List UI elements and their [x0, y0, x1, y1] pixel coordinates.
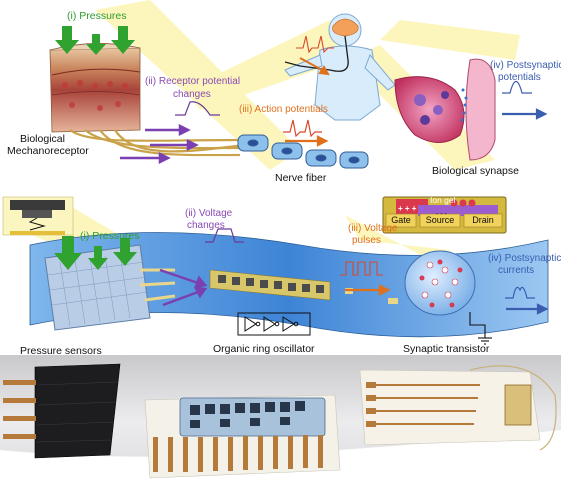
action-potential-waveform	[283, 119, 322, 138]
voltage-pulse-waveform	[340, 261, 383, 276]
label-drain: Drain	[472, 215, 494, 225]
label-gate: Gate	[391, 215, 411, 225]
label-organic-ring-oscillator: Organic ring oscillator	[213, 343, 315, 355]
label-postsynaptic-potentials-line1: (iv) Postsynaptic	[490, 60, 561, 71]
label-voltage-changes-line1: (ii) Voltage	[185, 208, 233, 219]
label-postsynaptic-currents-line2: currents	[498, 265, 535, 276]
ground-symbol	[469, 312, 492, 345]
voltage-change-waveform	[205, 228, 244, 243]
label-mechanoreceptor-line2: Mechanoreceptor	[7, 145, 89, 157]
label-nerve-fiber: Nerve fiber	[275, 172, 327, 184]
label-bio-pressures: (i) Pressures	[67, 10, 127, 22]
label-pressure-sensors: Pressure sensors	[20, 345, 102, 357]
postsynaptic-current-waveform	[505, 286, 535, 299]
orange-arrow-bio	[285, 135, 329, 147]
blue-arrow-artificial	[506, 303, 549, 315]
label-receptor-potential-line2: changes	[173, 89, 211, 100]
label-ion-gel: Ion gel	[430, 195, 456, 205]
pressure-sensor-array	[44, 244, 176, 331]
postsynaptic-potential-waveform	[502, 80, 532, 94]
purple-arrows-artificial	[159, 268, 208, 307]
label-source: Source	[425, 215, 455, 225]
label-biological-synapse: Biological synapse	[432, 165, 519, 177]
orange-arrow-artificial	[345, 284, 391, 296]
label-voltage-changes-line2: changes	[187, 220, 225, 231]
brain	[332, 18, 359, 37]
orange-arrow-top	[299, 57, 330, 76]
nerve-fiber	[237, 134, 369, 169]
purple-arrows	[120, 123, 199, 165]
pressure-arrows-bio	[55, 26, 135, 55]
inverter-schematic	[237, 312, 311, 336]
action-potential-waveform-top	[296, 35, 334, 54]
skin-block	[49, 43, 141, 133]
synapse	[394, 58, 496, 161]
organic-ring-oscillator	[209, 269, 398, 304]
blue-arrow-bio	[502, 108, 548, 120]
device-photograph	[0, 355, 561, 490]
nerve-fiber-lines	[69, 129, 246, 157]
label-action-potentials: (iii) Action potentials	[239, 104, 328, 115]
label-receptor-potential-line1: (ii) Receptor potential	[145, 76, 241, 87]
label-voltage-pulses-line2: pulses	[352, 235, 381, 246]
label-postsynaptic-potentials-line2: potentials	[498, 72, 541, 83]
transistor-cross-section: + + + - - -	[382, 196, 507, 234]
label-synaptic-transistor: Synaptic transistor	[403, 343, 490, 355]
label-mechanoreceptor-line1: Biological	[20, 133, 65, 145]
label-postsynaptic-currents-line1: (iv) Postsynaptic	[488, 253, 561, 264]
receptor-waveform	[175, 101, 220, 116]
label-voltage-pulses-line1: (iii) Voltage	[348, 223, 398, 234]
synaptic-transistor-dome	[404, 250, 476, 316]
pressure-arrows-artificial	[54, 236, 137, 270]
svg-text:+ + +: + + +	[398, 204, 417, 213]
probe-inset	[2, 196, 74, 236]
neural-path	[284, 35, 349, 72]
svg-text:- - -: - - -	[436, 211, 448, 218]
label-artificial-pressures: (i) Pressures	[80, 230, 140, 242]
